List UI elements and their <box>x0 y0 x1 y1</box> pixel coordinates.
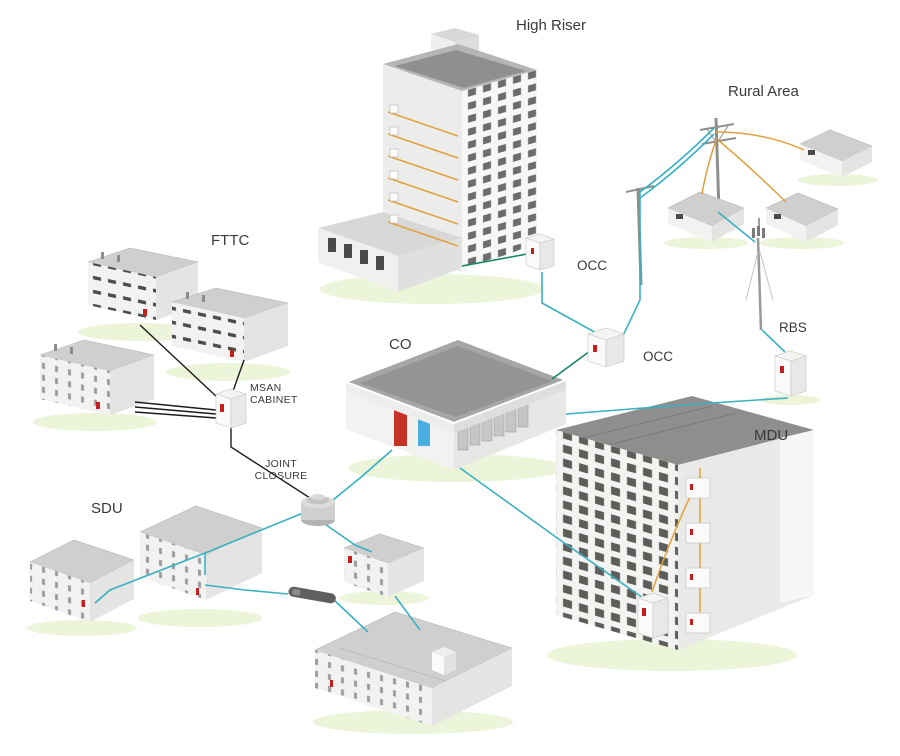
ground-glows <box>27 174 878 734</box>
fttc-block-3 <box>38 339 156 415</box>
sdu-house-3 <box>314 611 513 726</box>
label-msan-line2: CABINET <box>250 394 298 406</box>
copper-links <box>134 324 311 499</box>
sdu-area <box>29 505 513 726</box>
fttc-block-1 <box>86 247 200 320</box>
brand-marks <box>82 248 784 687</box>
occ-cabinet-top <box>525 233 555 271</box>
label-mdu: MDU <box>754 427 788 444</box>
high-riser-building <box>318 28 537 292</box>
fiber-links <box>94 127 789 633</box>
label-joint-line2: CLOSURE <box>255 470 308 482</box>
mdu-msan-cabinet <box>637 592 669 639</box>
high-riser-floor-units <box>389 104 399 224</box>
rural-house-2 <box>667 191 745 242</box>
co-equipment-racks <box>457 392 529 451</box>
rural-house-3 <box>765 192 839 242</box>
label-joint-line1: JOINT <box>265 458 297 470</box>
label-rural-area: Rural Area <box>728 83 800 100</box>
label-rbs: RBS <box>779 320 807 335</box>
label-high-riser: High Riser <box>516 17 586 34</box>
rural-area <box>625 117 873 286</box>
mdu-floor-units <box>685 477 711 634</box>
sdu-garage-cabinet <box>343 533 425 597</box>
rbs-tower <box>745 218 774 331</box>
sdu-house-2 <box>139 505 263 600</box>
splice-capsule <box>288 586 336 604</box>
label-msan-line1: MSAN <box>250 382 282 394</box>
co-building <box>345 340 567 470</box>
fttc-block-2 <box>170 287 290 362</box>
co-red-rack <box>394 404 407 446</box>
label-co: CO <box>389 336 412 353</box>
green-links <box>461 253 591 380</box>
label-occ-top: OCC <box>577 258 607 273</box>
label-occ-mid: OCC <box>643 349 673 364</box>
occ-cabinet-mid <box>587 327 625 368</box>
rbs-cabinet <box>774 350 807 397</box>
fttc-buildings <box>38 247 290 415</box>
label-sdu: SDU <box>91 500 123 517</box>
rural-house-1 <box>799 129 873 177</box>
podium-windows <box>328 238 384 270</box>
joint-closure-device <box>301 494 335 526</box>
sdu-house-1 <box>29 539 135 622</box>
label-fttc: FTTC <box>211 232 249 249</box>
